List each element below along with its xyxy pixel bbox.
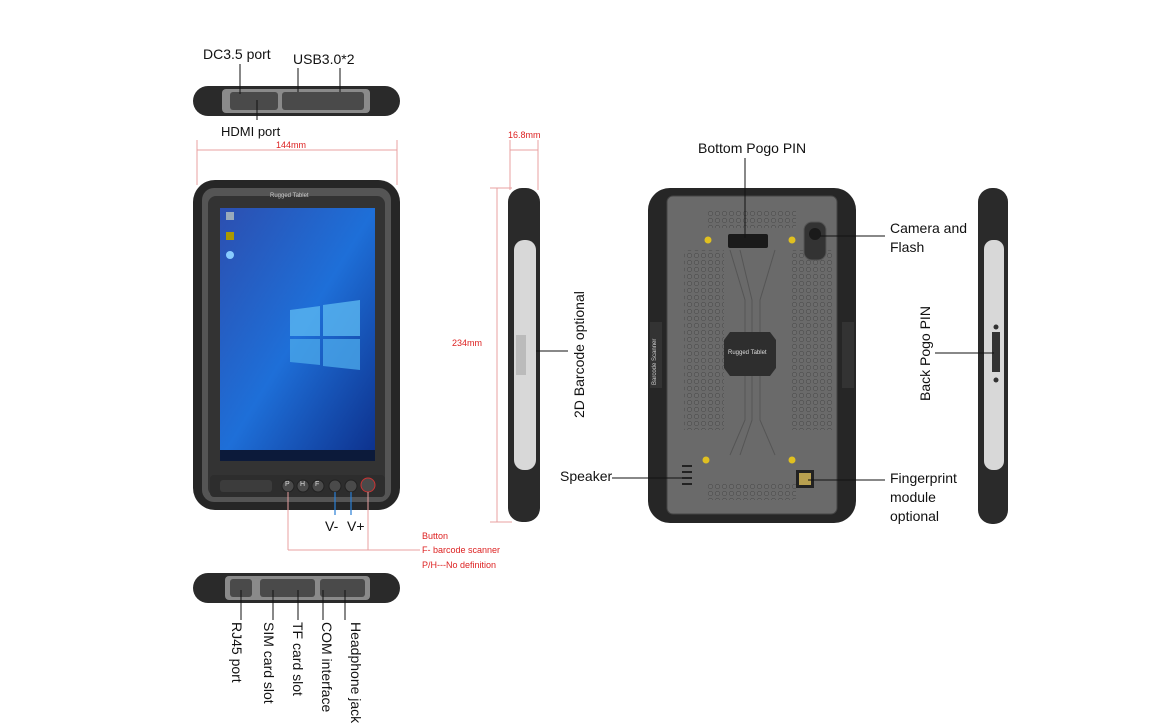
button-h: H [300,481,306,488]
dc-port-label: DC3.5 port [203,46,271,62]
button-note-ph: P/H---No definition [422,560,497,570]
right-side-device [978,188,1008,524]
width-dimension-label: 144mm [276,140,307,150]
top-leaders [239,64,341,120]
vol-up-label: V+ [347,518,365,534]
fingerprint-label-3: optional [890,508,940,524]
com-label: COM interface [319,622,335,713]
button-note-f: F- barcode scanner [422,545,501,555]
camera-label-1: Camera and [890,220,968,236]
top-view-device [193,86,400,116]
hdmi-label: HDMI port [221,124,281,139]
headphone-label: Headphone jack [348,622,364,724]
rj45-label: RJ45 port [229,622,245,683]
bottom-view-device [193,573,400,603]
side-view-device [508,188,540,522]
back-tablet [648,188,856,523]
barcode-label: 2D Barcode optional [571,291,587,418]
fingerprint-label-2: module [890,489,936,505]
sim-slot-label: SIM card slot [261,622,277,704]
button-p: P [285,481,290,488]
fingerprint-label-1: Fingerprint [890,470,957,486]
depth-height-dimensions [490,140,539,523]
tf-slot-label: TF card slot [290,622,306,696]
bezel-brand: Rugged Tablet [270,193,309,199]
back-pogo-label: Back Pogo PIN [917,306,933,401]
usb-label: USB3.0*2 [293,51,355,67]
depth-dimension-label: 16.8mm [508,130,541,140]
barcode-scanner-side-label: Barcode Scanner [652,338,658,385]
button-f: F [315,481,320,488]
bottom-pogo-label: Bottom Pogo PIN [698,140,807,156]
front-tablet [193,180,400,510]
height-dimension-label: 234mm [452,338,483,348]
bottom-leaders [240,590,346,620]
volume-leaders [334,492,352,515]
back-badge: Rugged Tablet [728,350,767,356]
vol-down-label: V- [325,518,339,534]
width-dimension [196,140,398,185]
camera-label-2: Flash [890,239,925,255]
button-note-title: Button [422,531,449,541]
button-leaders [287,492,420,551]
speaker-label: Speaker [560,468,613,484]
back-leaders [612,158,885,481]
